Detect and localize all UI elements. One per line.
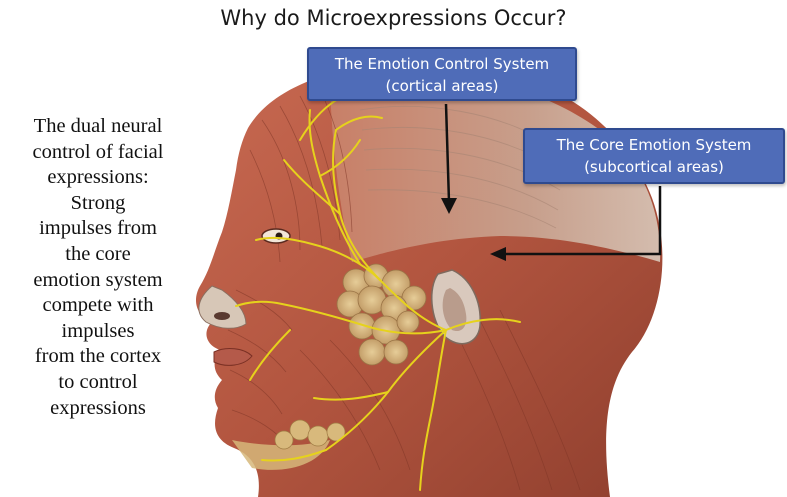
- core-emotion-system-callout: The Core Emotion System (subcortical are…: [523, 128, 785, 184]
- nostril: [214, 312, 230, 320]
- emotion-control-system-callout: The Emotion Control System (cortical are…: [307, 47, 577, 101]
- emotion-control-subtitle: (cortical areas): [309, 75, 575, 97]
- core-emotion-subtitle: (subcortical areas): [525, 156, 783, 178]
- emotion-control-title: The Emotion Control System: [309, 53, 575, 75]
- core-emotion-title: The Core Emotion System: [525, 134, 783, 156]
